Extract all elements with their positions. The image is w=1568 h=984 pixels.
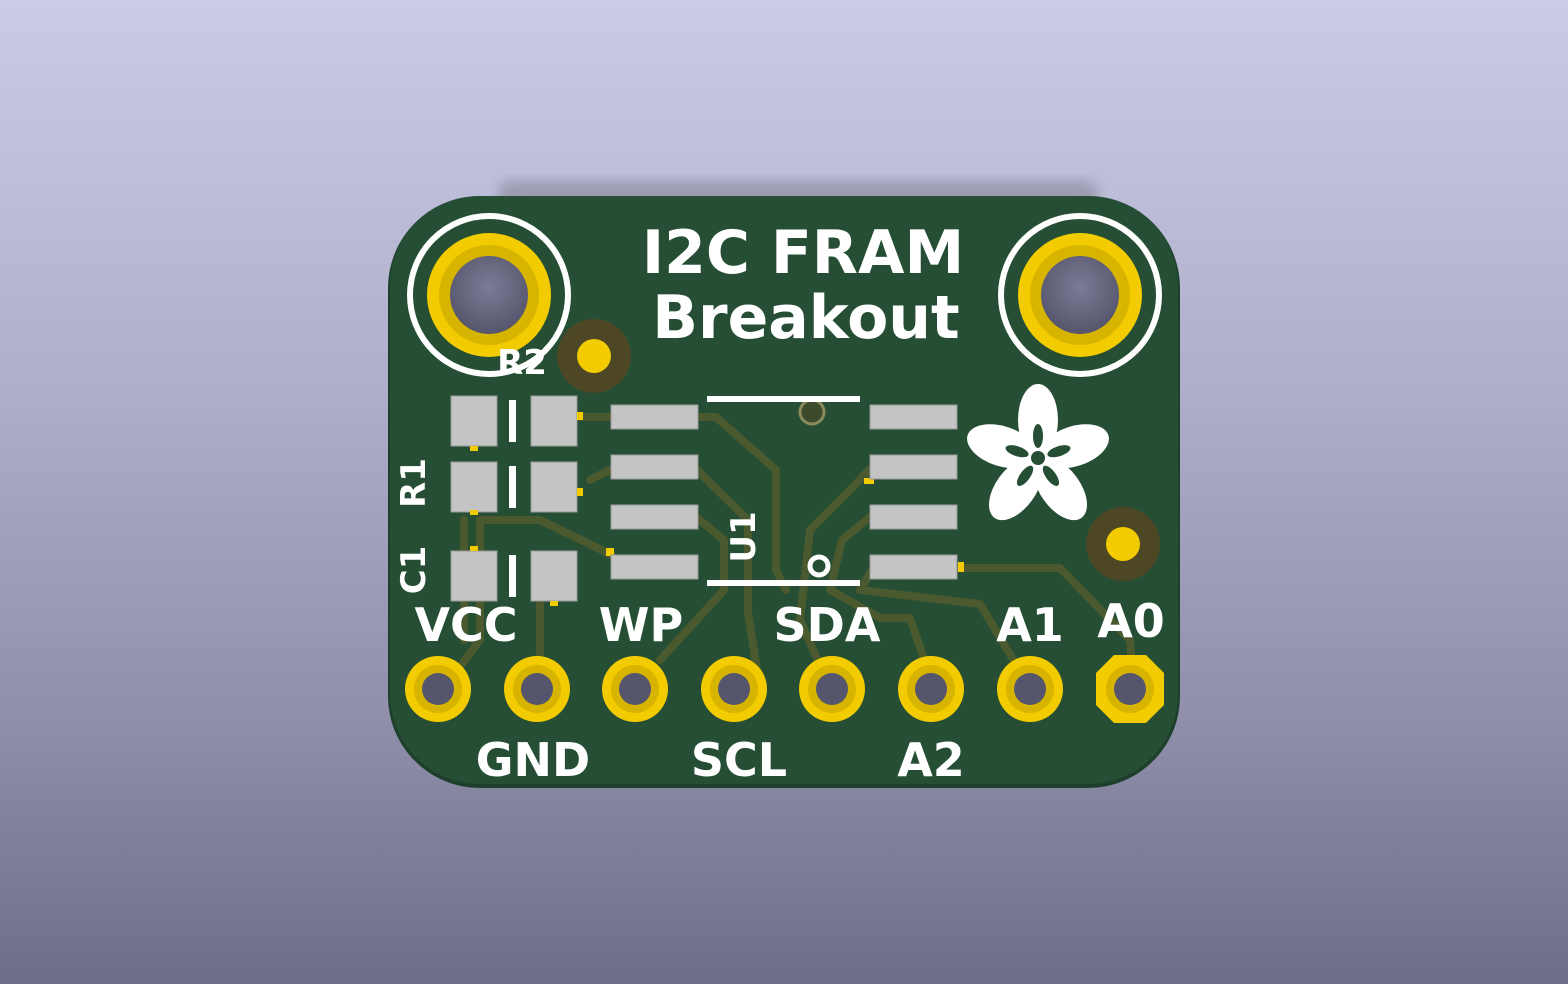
pin-pad-gnd — [504, 656, 570, 722]
c1-pads — [450, 550, 578, 602]
pin-label-a2: A2 — [897, 733, 965, 787]
pin-pad-a2 — [898, 656, 964, 722]
pin-pad-vcc — [405, 656, 471, 722]
pin-label-a1: A1 — [996, 598, 1064, 652]
mounting-hole-right — [998, 213, 1162, 377]
pin-pad-a1 — [997, 656, 1063, 722]
pin-pad-scl — [701, 656, 767, 722]
board-title-line2: Breakout — [652, 283, 959, 353]
r1-pads — [450, 461, 578, 513]
r2-pads — [450, 395, 578, 447]
pin-label-sda: SDA — [774, 598, 881, 652]
pin-pad-sda — [799, 656, 865, 722]
adafruit-flower-icon — [967, 384, 1109, 521]
mounting-hole-left — [407, 213, 571, 377]
pad-fillets — [470, 412, 964, 606]
pin-label-wp: WP — [599, 598, 683, 652]
pin-label-a0: A0 — [1097, 594, 1165, 648]
via-right — [1086, 507, 1160, 581]
pin-pad-a0 — [1096, 655, 1164, 723]
designator-r1: R1 — [394, 458, 434, 508]
pin-label-gnd: GND — [476, 733, 590, 787]
designator-c1: C1 — [394, 546, 434, 595]
designator-u1: U1 — [724, 511, 764, 562]
designator-r2: R2 — [497, 343, 547, 383]
board-title-line1: I2C FRAM — [642, 218, 964, 288]
via-top-left — [557, 319, 631, 393]
pin-pad-wp — [602, 656, 668, 722]
u1-chip-footprint — [610, 396, 958, 586]
small-via — [798, 398, 826, 426]
pin-label-vcc: VCC — [414, 598, 517, 652]
header-pads — [405, 655, 1164, 723]
pin-label-scl: SCL — [691, 733, 787, 787]
